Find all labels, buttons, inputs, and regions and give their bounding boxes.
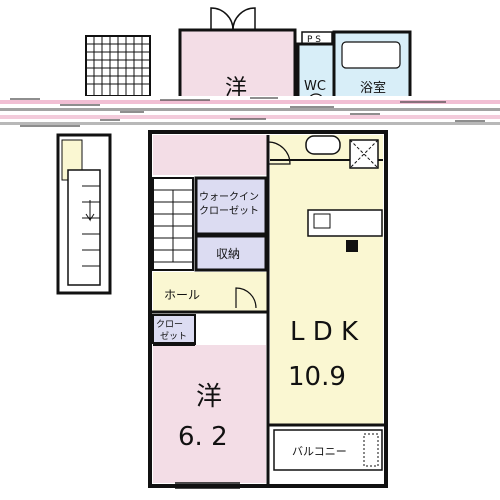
bathtub-icon: [341, 41, 401, 69]
washbasin-icon: [305, 135, 341, 155]
double-door-top: [210, 7, 256, 31]
storage-room: [194, 234, 268, 272]
western-room-bottom: [153, 345, 266, 483]
sink-icon: [313, 213, 331, 229]
hall-door-arc: [235, 287, 257, 309]
scan-noise-band: [0, 96, 500, 128]
walk-in-closet-label-line1: ウォークイン: [199, 191, 259, 203]
walk-in-closet-label-line2: クローゼット: [199, 205, 259, 217]
balcony-hatch: [363, 433, 379, 467]
ps-label: P S: [307, 35, 321, 45]
small-closet-label-line2: ゼット: [160, 330, 187, 342]
refrigerator-cross-icon: [349, 139, 379, 169]
hall-label: ホール: [164, 288, 200, 302]
pillar: [346, 240, 358, 252]
balcony-label: バルコニー: [292, 445, 347, 458]
wc-label: WC: [304, 79, 326, 94]
interior-stairs: [152, 177, 194, 271]
ldk-room: [270, 135, 383, 425]
small-closet-label-line1: クロー: [156, 319, 183, 330]
ldk-size: 10.9: [288, 362, 346, 392]
ldk-label: L D K: [290, 317, 359, 347]
ldk-door-arc: [267, 141, 291, 165]
bottom-window: [175, 482, 240, 489]
bathroom-label: 浴室: [360, 80, 386, 96]
western-room-bottom-size: 6. 2: [178, 422, 228, 452]
stair-grid-top: [85, 35, 151, 97]
western-room-top-label: 洋: [225, 76, 247, 101]
entry-area: [153, 135, 268, 175]
stair-shaft-left: [56, 133, 112, 295]
western-room-bottom-label: 洋: [196, 382, 222, 412]
storage-label: 収納: [216, 247, 240, 261]
walk-in-closet: [194, 176, 268, 236]
